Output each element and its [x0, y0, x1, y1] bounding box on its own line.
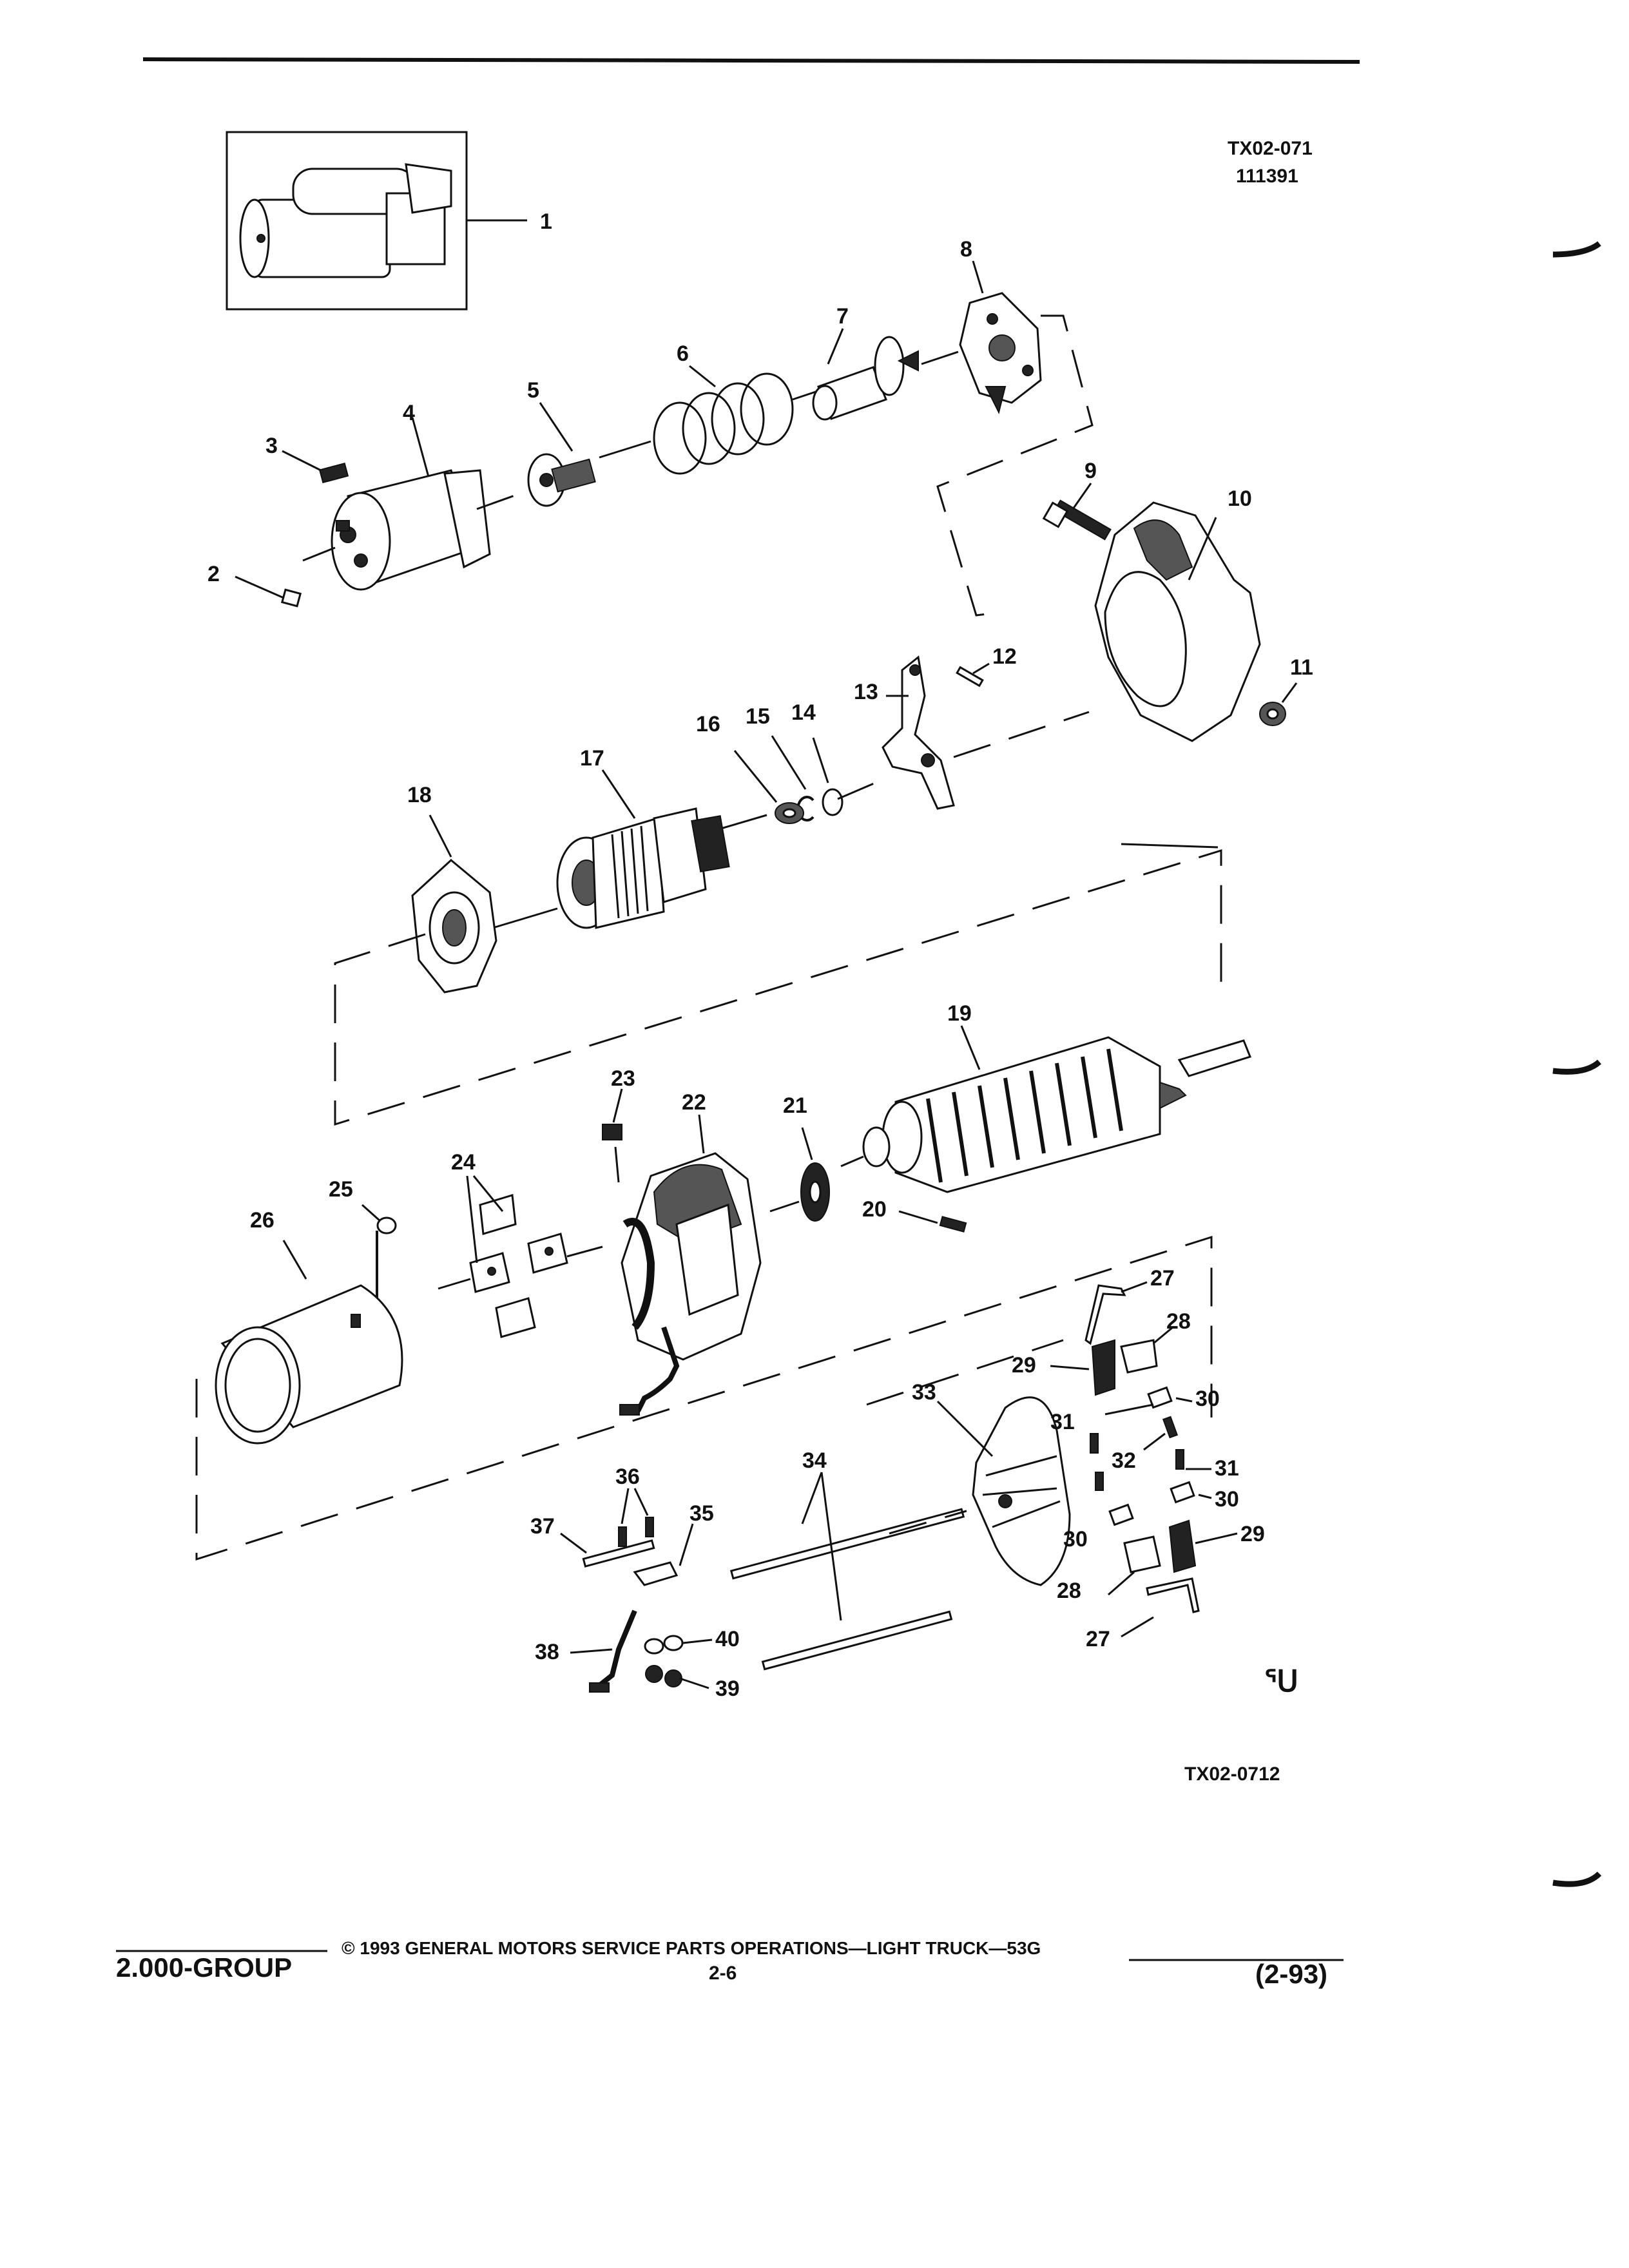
top-rule — [142, 57, 1360, 64]
callout-28-upper: 28 — [1166, 1309, 1191, 1334]
item-27-brush-spring — [1084, 1281, 1200, 1638]
item-23-bushing — [602, 1088, 623, 1140]
item-3-screw — [282, 450, 349, 484]
figure-reference-bottom: TX02-0712 — [1184, 1763, 1280, 1785]
callout-19: 19 — [947, 1001, 972, 1026]
callout-37: 37 — [530, 1514, 555, 1539]
callout-3: 3 — [265, 434, 278, 458]
callout-5: 5 — [527, 378, 539, 403]
callout-13: 13 — [854, 680, 878, 704]
callout-39: 39 — [715, 1677, 740, 1701]
scan-mark — [1552, 241, 1601, 258]
item-16-collar — [733, 750, 804, 824]
item-2-screw — [235, 575, 302, 608]
footer-page-number: 2-6 — [709, 1963, 737, 1984]
item-20-key — [898, 1210, 967, 1233]
callout-11: 11 — [1290, 655, 1313, 680]
callout-27-lower: 27 — [1086, 1627, 1110, 1651]
item-12-pin — [956, 662, 990, 687]
item-24-brush-holders — [466, 1175, 568, 1338]
callout-23: 23 — [611, 1066, 635, 1091]
item-34-through-bolt — [729, 1472, 965, 1671]
callout-24: 24 — [451, 1150, 476, 1175]
callout-9: 9 — [1084, 459, 1097, 483]
scan-mark — [1552, 1059, 1602, 1075]
callout-2: 2 — [207, 562, 220, 586]
callout-21: 21 — [783, 1093, 807, 1118]
item-40-washers — [644, 1635, 713, 1655]
figure-date-code: 111391 — [1236, 166, 1298, 187]
item-21-washer — [800, 1127, 830, 1222]
item-38-lead — [570, 1610, 637, 1693]
item-7-boot — [812, 328, 919, 421]
item-32-screw — [1095, 1416, 1179, 1491]
callout-10: 10 — [1228, 486, 1252, 511]
callout-38: 38 — [535, 1640, 559, 1664]
callout-25: 25 — [329, 1177, 353, 1202]
corner-mark: ᕐᑌ — [1264, 1664, 1298, 1698]
item-37-bolt — [560, 1532, 655, 1568]
scan-mark — [1552, 1871, 1602, 1887]
item-11-nut — [1259, 682, 1298, 726]
callout-31-right: 31 — [1215, 1456, 1239, 1481]
item-33-end-frame — [936, 1396, 1071, 1586]
callout-6: 6 — [677, 341, 689, 366]
item-5-plunger — [527, 402, 596, 507]
item-22-field-coil — [619, 1114, 762, 1416]
callout-30-middle: 30 — [1215, 1487, 1239, 1512]
item-30-insulator — [1108, 1386, 1212, 1526]
callout-31-left: 31 — [1050, 1410, 1075, 1434]
item-31-screw — [1090, 1433, 1211, 1470]
item-6-spring — [653, 365, 794, 475]
item-9-bolt — [1042, 483, 1112, 541]
callout-40: 40 — [715, 1627, 740, 1651]
callout-26: 26 — [250, 1208, 275, 1233]
item-36-screws — [618, 1488, 654, 1547]
callout-1: 1 — [540, 209, 552, 234]
callout-22: 22 — [682, 1090, 706, 1115]
item-4-solenoid — [331, 417, 491, 591]
callout-18: 18 — [407, 783, 432, 807]
item-18-plate — [411, 814, 497, 994]
item-19-armature — [862, 1025, 1251, 1193]
item-28-brush-holder — [1108, 1326, 1173, 1596]
callout-4: 4 — [403, 401, 415, 425]
item-1-starter-assembly — [226, 131, 527, 311]
footer-group: 2.000-GROUP — [116, 1952, 293, 1983]
callout-27-upper: 27 — [1150, 1266, 1175, 1291]
callout-7: 7 — [836, 304, 849, 329]
item-17-drive-assembly — [556, 769, 730, 929]
item-26-field-frame — [215, 1240, 403, 1445]
callout-16: 16 — [696, 712, 720, 736]
item-10-drive-housing — [1094, 501, 1261, 742]
item-8-plate — [959, 260, 1042, 414]
callout-33: 33 — [912, 1380, 936, 1405]
callout-28-lower: 28 — [1057, 1579, 1081, 1603]
callout-15: 15 — [746, 704, 770, 729]
item-14-washer — [812, 737, 843, 816]
callout-32: 32 — [1112, 1448, 1136, 1473]
callout-8: 8 — [960, 237, 972, 262]
item-39-nuts — [645, 1665, 709, 1689]
callout-30-lower: 30 — [1063, 1527, 1088, 1552]
callout-36: 36 — [615, 1465, 640, 1489]
callout-17: 17 — [580, 746, 604, 771]
item-13-shift-lever — [882, 655, 955, 810]
callout-12: 12 — [992, 644, 1017, 669]
callout-30-upper: 30 — [1195, 1387, 1220, 1411]
callout-labels: 1 2 3 4 5 6 7 8 9 10 11 12 13 14 15 16 1… — [207, 209, 1313, 1701]
callout-29-upper: 29 — [1012, 1353, 1036, 1378]
item-29-brush — [1050, 1339, 1238, 1573]
callout-14: 14 — [791, 700, 816, 725]
footer-copyright: © 1993 GENERAL MOTORS SERVICE PARTS OPER… — [342, 1938, 1041, 1958]
figure-reference-top: TX02-071 — [1228, 138, 1313, 159]
footer-date: (2-93) — [1255, 1959, 1328, 1989]
item-35-bracket — [633, 1523, 694, 1586]
callout-29-lower: 29 — [1240, 1522, 1265, 1546]
callout-34: 34 — [802, 1448, 827, 1473]
callout-20: 20 — [862, 1197, 887, 1222]
callout-35: 35 — [689, 1501, 714, 1526]
